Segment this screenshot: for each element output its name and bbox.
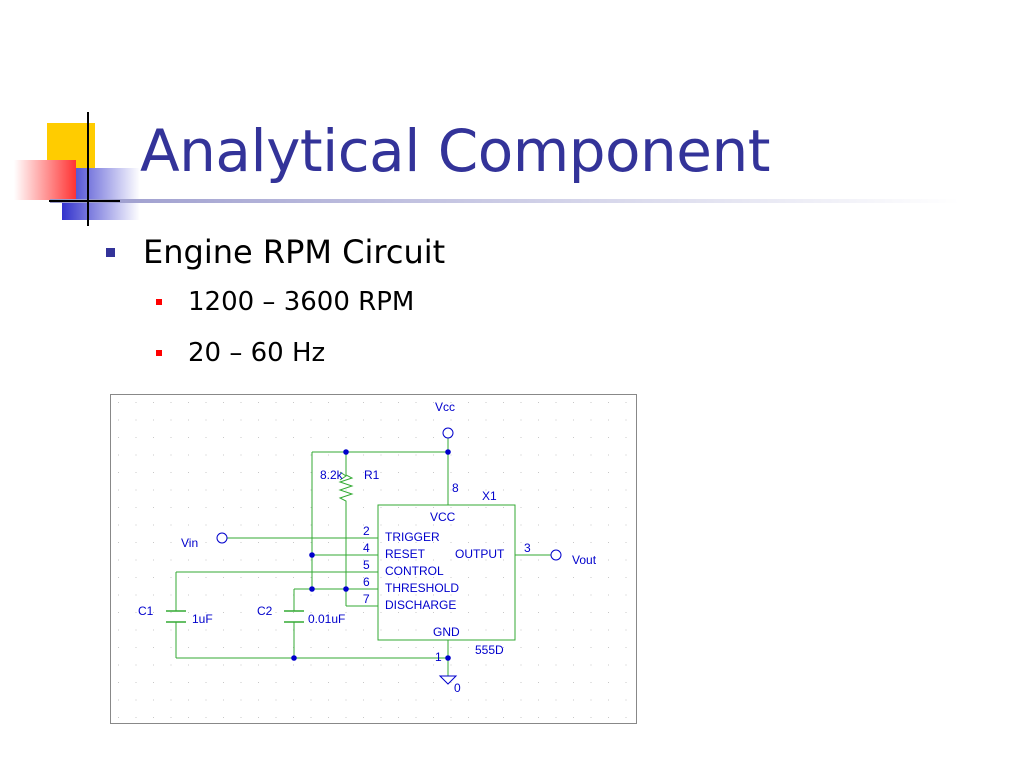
bullet-text: 20 – 60 Hz [188, 338, 326, 368]
bullet-text: 1200 – 3600 RPM [188, 287, 415, 317]
ic-pin-vcc: VCC [430, 510, 456, 524]
resistor-arrow [339, 471, 347, 481]
bullet-square-icon [106, 247, 115, 257]
vcc-label: Vcc [435, 400, 455, 414]
pin-number: 2 [363, 524, 370, 538]
red-square [14, 160, 76, 200]
pin8-number: 8 [452, 481, 459, 495]
vout-label: Vout [572, 553, 597, 567]
schematic-diagram: Vcc 8.2k R1 8 X1 Vin Vout 3 C1 1uF C2 0.… [110, 394, 637, 724]
schematic-grid [111, 395, 636, 723]
junction-dot [309, 552, 315, 558]
r1-name: R1 [364, 468, 380, 482]
bullet-level1: Engine RPM Circuit [106, 233, 445, 271]
r1-value: 8.2k [320, 468, 344, 482]
c2-value: 0.01uF [308, 612, 345, 626]
resistor-r1 [338, 471, 354, 505]
junction-dot [445, 655, 451, 661]
c2-name: C2 [257, 604, 273, 618]
ic-pin-control: CONTROL [385, 564, 444, 578]
vin-terminal [216, 532, 228, 544]
ic-pin-reset: RESET [385, 547, 426, 561]
c1-value: 1uF [192, 612, 213, 626]
pin1-number: 1 [435, 650, 442, 664]
junction-dot [343, 586, 349, 592]
pin-number: 4 [363, 541, 370, 555]
ground-label: 0 [454, 681, 461, 695]
bullet-square-icon [156, 299, 162, 305]
vcc-terminal [442, 427, 454, 439]
ic-pin-threshold: THRESHOLD [385, 581, 459, 595]
vin-label: Vin [181, 536, 198, 550]
bullet-level2-rpm: 1200 – 3600 RPM [156, 287, 414, 317]
slide-title: Analytical Component [140, 117, 770, 185]
ground-icon [438, 675, 458, 685]
title-decoration [14, 112, 960, 226]
ic-pin-discharge: DISCHARGE [385, 598, 456, 612]
vout-terminal [550, 549, 562, 561]
pin3-number: 3 [524, 541, 531, 555]
x1-label: X1 [482, 489, 497, 503]
pin-number: 6 [363, 575, 370, 589]
pin-number: 7 [363, 592, 370, 606]
ic-pin-gnd: GND [433, 625, 460, 639]
bullet-text: Engine RPM Circuit [143, 233, 446, 271]
ic-part-label: 555D [475, 643, 504, 657]
junction-dot [309, 586, 315, 592]
ic-pin-output: OUTPUT [455, 547, 505, 561]
pin-number: 5 [363, 558, 370, 572]
junction-dot [291, 655, 297, 661]
junction-dot [445, 449, 451, 455]
c1-name: C1 [138, 604, 154, 618]
bullet-level2-hz: 20 – 60 Hz [156, 338, 325, 368]
ic-pin-trigger: TRIGGER [385, 530, 440, 544]
junction-dot [343, 449, 349, 455]
title-underline [50, 199, 960, 203]
bullet-square-icon [156, 350, 162, 356]
